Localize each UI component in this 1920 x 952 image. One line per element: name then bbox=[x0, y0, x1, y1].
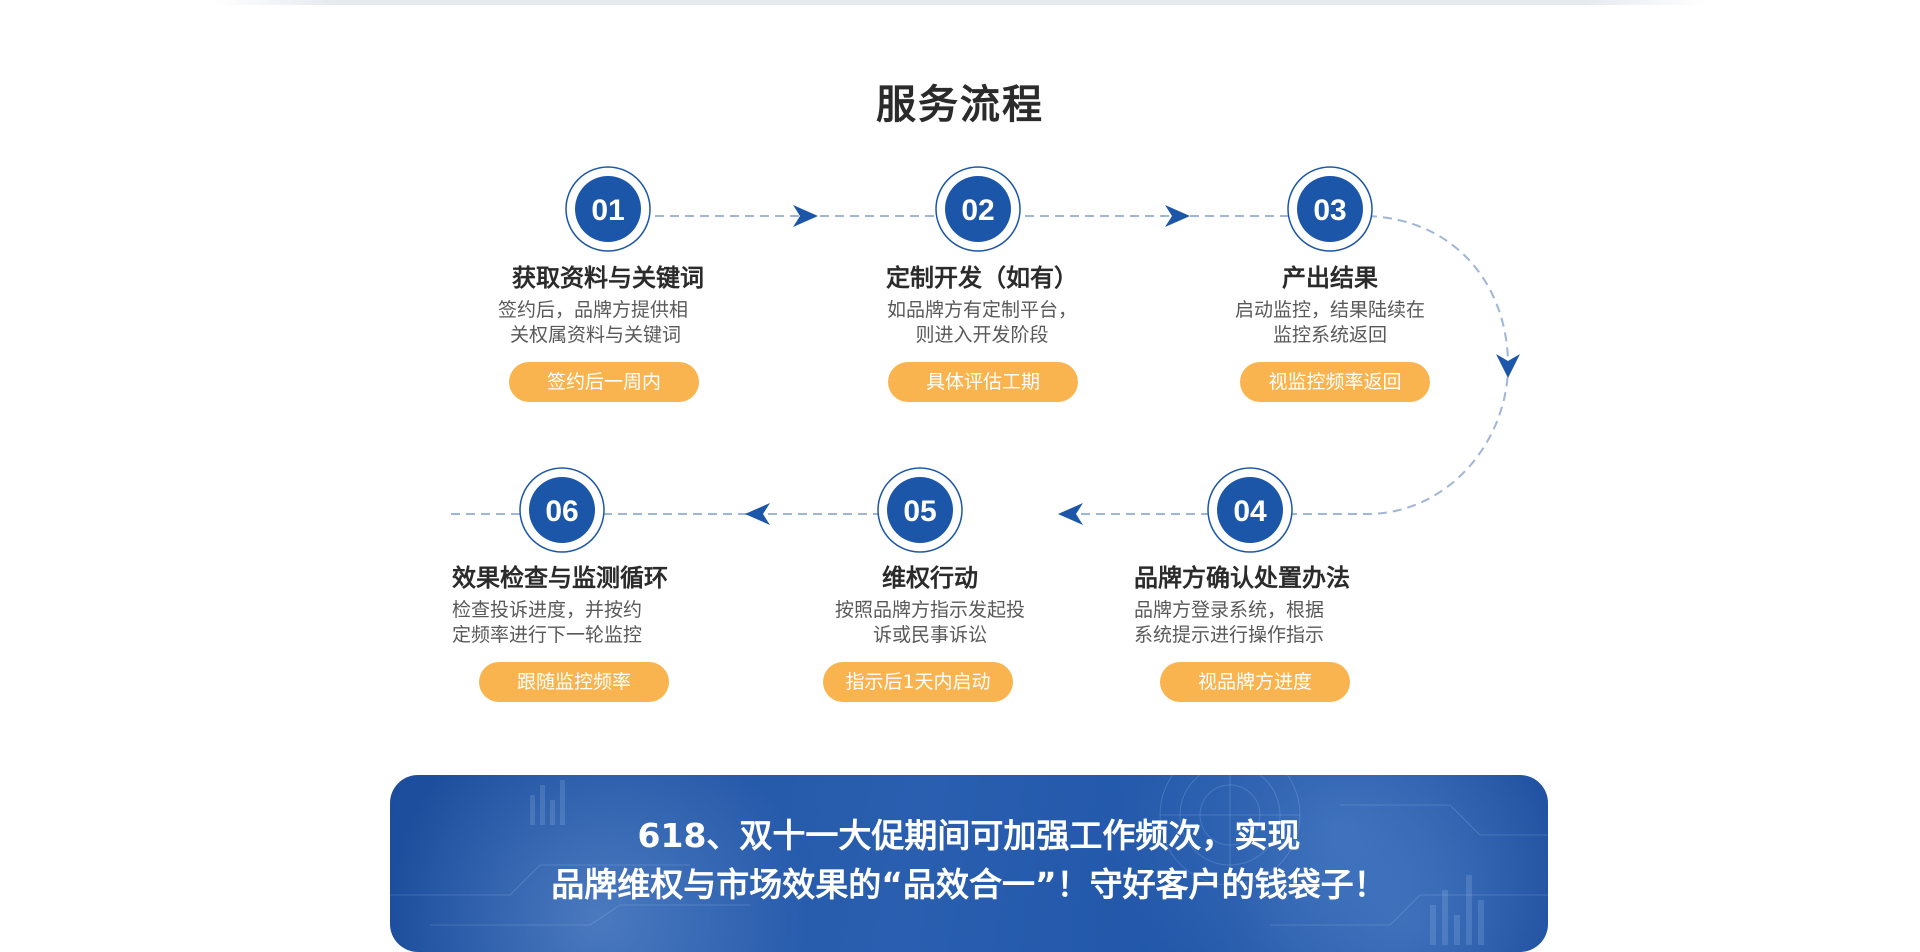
arrow-left-icon bbox=[745, 503, 770, 525]
desc-line: 按照品牌方指示发起投 bbox=[834, 599, 1025, 621]
banner-line-2: 品牌维权与市场效果的“品效合一”！守好客户的钱袋子！ bbox=[551, 865, 1387, 904]
step-badge-04: 04 bbox=[1207, 467, 1293, 553]
desc-line: 定频率进行下一轮监控 bbox=[452, 624, 643, 646]
step-badge-02: 02 bbox=[935, 166, 1021, 252]
top-divider bbox=[215, 0, 1705, 5]
desc-line: 签约后，品牌方提供相 bbox=[498, 299, 689, 321]
timeline-badge-04: 视品牌方进度 bbox=[1160, 662, 1350, 702]
arrow-right-icon bbox=[793, 205, 818, 227]
step-desc-06: 检查投诉进度，并按约 定频率进行下一轮监控 bbox=[452, 598, 642, 648]
promo-banner: 618、双十一大促期间可加强工作频次，实现 品牌维权与市场效果的“品效合一”！守… bbox=[390, 775, 1548, 952]
section-title: 服务流程 bbox=[876, 82, 1044, 128]
desc-line: 启动监控，结果陆续在 bbox=[1234, 299, 1425, 321]
desc-line: 如品牌方有定制平台， bbox=[886, 299, 1077, 321]
banner-line-1: 618、双十一大促期间可加强工作频次，实现 bbox=[637, 816, 1301, 855]
step-title-06: 效果检查与监测循环 bbox=[452, 564, 668, 592]
step-badge-06: 06 bbox=[519, 467, 605, 553]
step-title-02: 定制开发（如有） bbox=[886, 264, 1078, 292]
desc-line: 品牌方登录系统，根据 bbox=[1134, 599, 1325, 621]
step-number: 01 bbox=[591, 194, 624, 227]
desc-line: 监控系统返回 bbox=[1272, 324, 1387, 346]
step-badge-01: 01 bbox=[565, 166, 651, 252]
step-title-01: 获取资料与关键词 bbox=[512, 264, 704, 292]
desc-line: 系统提示进行操作指示 bbox=[1134, 624, 1325, 646]
step-desc-01: 签约后，品牌方提供相 关权属资料与关键词 bbox=[498, 298, 688, 348]
step-title-04: 品牌方确认处置办法 bbox=[1134, 564, 1350, 592]
desc-line: 检查投诉进度，并按约 bbox=[452, 599, 643, 621]
timeline-badge-01: 签约后一周内 bbox=[509, 362, 699, 402]
timeline-badge-02: 具体评估工期 bbox=[888, 362, 1078, 402]
step-number: 04 bbox=[1233, 495, 1267, 528]
desc-line: 诉或民事诉讼 bbox=[872, 624, 987, 646]
step-badge-03: 03 bbox=[1287, 166, 1373, 252]
arrow-right-icon bbox=[1165, 205, 1190, 227]
step-desc-05: 按照品牌方指示发起投 诉或民事诉讼 bbox=[780, 598, 1080, 648]
step-number: 05 bbox=[903, 495, 936, 528]
step-desc-04: 品牌方登录系统，根据 系统提示进行操作指示 bbox=[1134, 598, 1324, 648]
step-desc-03: 启动监控，结果陆续在 监控系统返回 bbox=[1180, 298, 1480, 348]
desc-line: 则进入开发阶段 bbox=[915, 324, 1049, 346]
timeline-badge-05: 指示后1天内启动 bbox=[823, 662, 1013, 702]
process-flow-diagram: 01 02 03 04 05 06 bbox=[450, 166, 1520, 553]
arrow-down-icon bbox=[1496, 354, 1520, 378]
step-title-05: 维权行动 bbox=[882, 564, 978, 592]
step-desc-02: 如品牌方有定制平台， 则进入开发阶段 bbox=[832, 298, 1132, 348]
banner-tech-pattern bbox=[390, 775, 1548, 945]
desc-line: 关权属资料与关键词 bbox=[510, 324, 682, 346]
step-number: 02 bbox=[961, 194, 994, 227]
step-badge-05: 05 bbox=[877, 467, 963, 553]
step-number: 06 bbox=[545, 495, 578, 528]
arrow-left-icon bbox=[1058, 503, 1083, 525]
step-title-03: 产出结果 bbox=[1282, 264, 1378, 292]
timeline-badge-03: 视监控频率返回 bbox=[1240, 362, 1430, 402]
timeline-badge-06: 跟随监控频率 bbox=[479, 662, 669, 702]
step-number: 03 bbox=[1313, 194, 1346, 227]
